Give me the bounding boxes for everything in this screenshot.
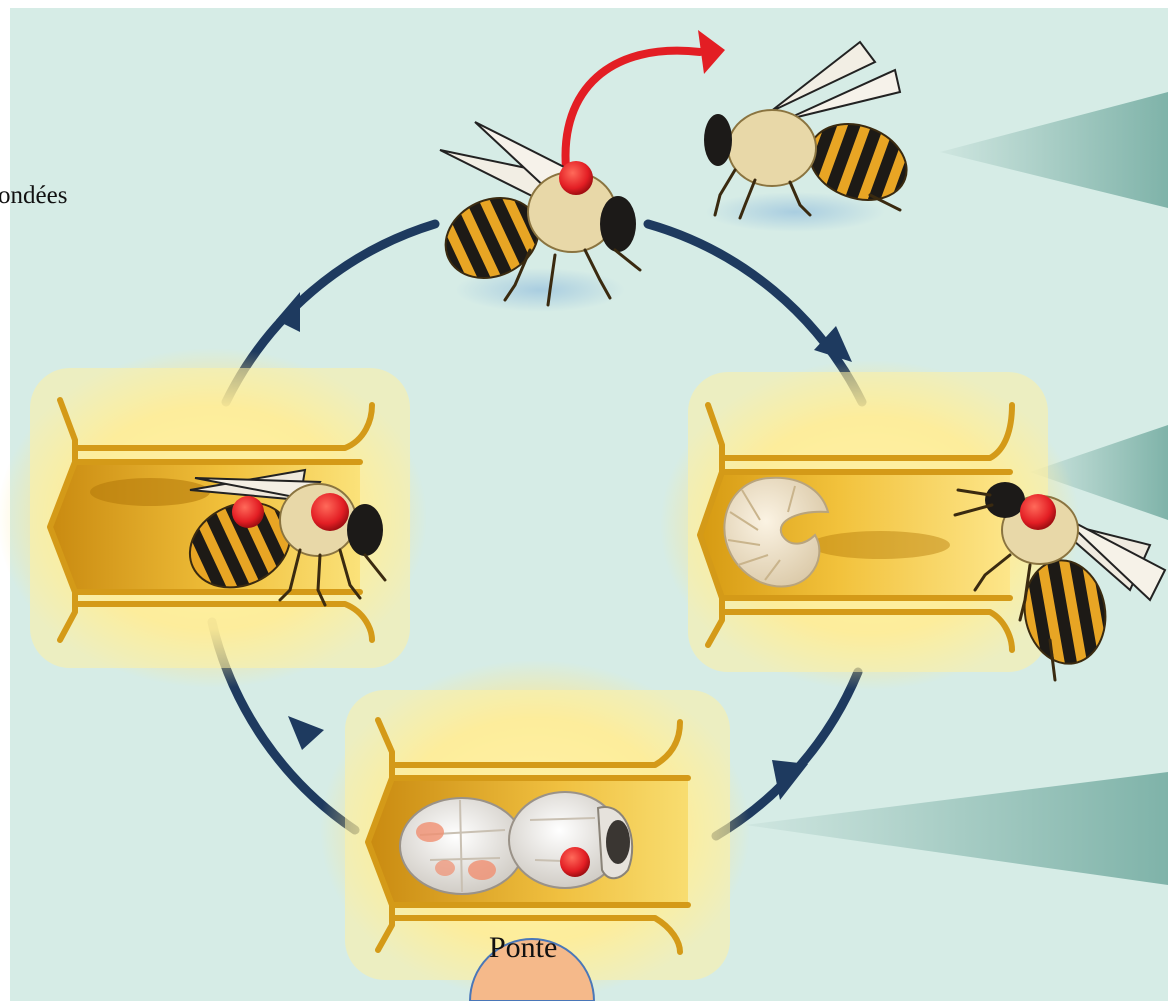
top-left-label: ondées	[0, 182, 67, 210]
bottom-caption-label: Ponte	[489, 931, 557, 965]
left-brood-cell	[0, 348, 427, 688]
pupa-icon	[400, 798, 524, 894]
